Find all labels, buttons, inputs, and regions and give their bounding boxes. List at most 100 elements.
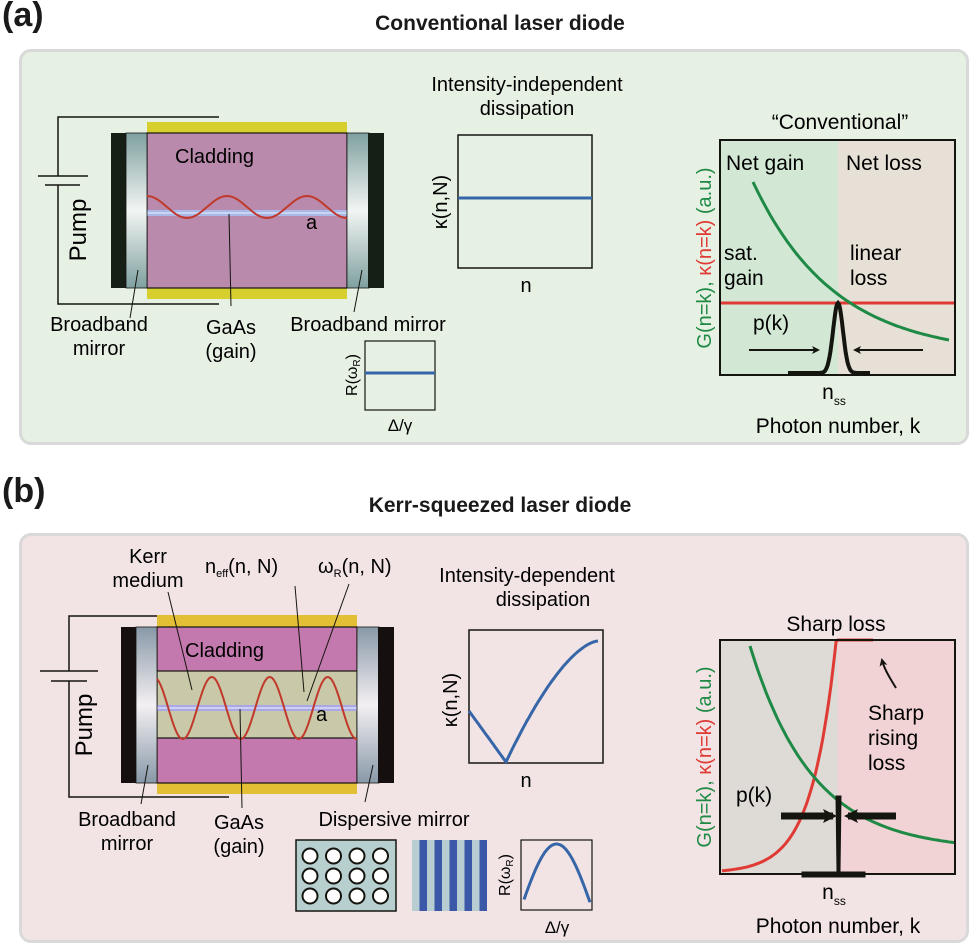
chart-a-xlabel: Photon number, k	[756, 415, 921, 438]
dissipation-xlabel-b: n	[520, 770, 531, 792]
chart-b-title: Sharp loss	[786, 613, 885, 636]
dissipation-axes-a	[457, 134, 593, 269]
omega-label: ωR(n, N)	[318, 556, 392, 580]
dissipation-title-a-2: dissipation	[480, 98, 575, 120]
dist-label-a: p(k)	[753, 312, 789, 335]
bragg-layer	[442, 840, 450, 911]
cladding-label-b: Cladding	[185, 640, 264, 662]
photonic-crystal-hole	[372, 887, 389, 905]
bragg-layer	[427, 840, 435, 911]
photonic-crystal-hole	[372, 867, 389, 885]
device-b: Pump a Cladding Kerr medium neff(n, N) ω…	[40, 546, 470, 858]
chart-b: Sharp loss Sharp rising loss p(k) nss Ph…	[694, 613, 956, 938]
left-mirror-label-a-1: Broadband	[50, 314, 148, 336]
bragg-layer	[419, 840, 427, 911]
photonic-crystal-hole	[325, 847, 342, 865]
bottom-contact-a	[147, 287, 347, 299]
mode-label-a: a	[306, 212, 318, 234]
reflectivity-plot-b: R(ωR) Δ/γ	[497, 839, 593, 937]
photonic-crystal-hole	[325, 887, 342, 905]
photonic-crystal-hole	[301, 867, 319, 885]
gain-label-b-1: GaAs	[214, 812, 264, 834]
dissipation-axes-b	[468, 629, 604, 764]
reflectivity-axes-b	[520, 839, 593, 911]
chart-b-xlabel: Photon number, k	[756, 915, 921, 938]
left-mirror-back-a	[111, 133, 127, 288]
right-mirror-label-b: Dispersive mirror	[318, 809, 469, 831]
right-mirror-label-a: Broadband mirror	[290, 314, 446, 336]
chart-a: “Conventional” Net gain Net loss sat. ga…	[694, 111, 956, 438]
gain-curve-a	[751, 181, 950, 342]
dissipation-plot-a: Intensity-independent dissipation κ(n,N)…	[430, 74, 623, 297]
bragg-layer	[457, 840, 465, 911]
loss-region-b	[838, 640, 955, 874]
kerr-label-1: Kerr	[129, 546, 167, 568]
reflectivity-xlabel-a: Δ/γ	[388, 416, 413, 435]
gain-label-b-2: (gain)	[213, 836, 264, 858]
dissipation-xlabel-a: n	[520, 275, 531, 297]
right-mirror-back-b	[378, 627, 394, 783]
panel-a-title: Conventional laser diode	[375, 12, 625, 35]
chart-a-axes	[719, 139, 956, 376]
chart-b-axes	[719, 639, 956, 875]
optical-mode-b	[156, 675, 358, 741]
pump-label-a: Pump	[65, 199, 92, 262]
top-contact-b	[157, 615, 357, 627]
photonic-crystal-hole	[325, 867, 342, 885]
photonic-crystal-hole	[348, 867, 366, 885]
photonic-crystal-hole	[348, 887, 366, 905]
reflectivity-axes-a	[364, 340, 436, 411]
bragg-stack-icon	[412, 840, 487, 911]
pump-circuit-b	[40, 615, 229, 798]
left-mirror-b	[135, 626, 158, 784]
sharp-rising-loss-1: Sharp	[868, 702, 924, 725]
chart-b-ylabel: G(n=k), κ(n=k) (a.u.)	[694, 666, 716, 847]
top-contact-a	[147, 122, 347, 134]
photonic-crystal-hole	[348, 847, 366, 865]
sharp-loss-arrow	[879, 658, 897, 689]
bottom-contact-b	[157, 782, 357, 794]
reflectivity-curve-b	[522, 842, 592, 903]
net-gain-region	[720, 140, 838, 375]
left-mirror-a	[125, 132, 148, 289]
reflectivity-ylabel-a: R(ωR)	[344, 354, 363, 396]
dissipation-ylabel-b: κ(n,N)	[440, 673, 462, 727]
bragg-layer	[464, 840, 472, 911]
sharp-rising-loss-2: rising	[868, 727, 918, 750]
chart-a-title: “Conventional”	[772, 111, 909, 134]
sharp-rising-loss-3: loss	[868, 752, 905, 775]
bragg-layer	[472, 840, 480, 911]
dissipation-ylabel-a: κ(n,N)	[430, 175, 452, 229]
dissipation-curve-b	[467, 639, 599, 765]
right-mirror-b	[356, 626, 380, 784]
bragg-layer	[434, 840, 442, 911]
reflectivity-xlabel-b: Δ/γ	[545, 918, 570, 937]
net-gain-label: Net gain	[726, 152, 804, 175]
dissipation-title-b-2: dissipation	[496, 589, 591, 611]
bragg-layer	[412, 840, 420, 911]
kerr-label-2: medium	[112, 570, 183, 592]
xtick-nss-b: nss	[822, 881, 846, 908]
photon-distribution-a	[788, 299, 870, 375]
dissipation-plot-b: Intensity-dependent dissipation κ(n,N) n	[439, 565, 615, 792]
panel-b-label: (b)	[2, 472, 46, 510]
left-mirror-label-b-1: Broadband	[78, 809, 176, 831]
photonic-crystal-icon	[295, 839, 397, 912]
pump-circuit-a	[38, 116, 219, 305]
xtick-nss-a: nss	[822, 381, 846, 408]
bragg-layer	[449, 840, 457, 911]
dissipation-title-a-1: Intensity-independent	[431, 74, 623, 96]
dist-label-b: p(k)	[736, 784, 772, 807]
linear-loss-label-2: loss	[850, 267, 887, 290]
reflectivity-ylabel-b: R(ωR)	[497, 854, 516, 896]
right-mirror-back-a	[368, 133, 384, 288]
neff-label: neff(n, N)	[205, 556, 278, 580]
device-a: Pump a Cladding Broadband mirror GaAs (g…	[38, 116, 446, 363]
photonic-crystal-hole	[301, 887, 319, 905]
sat-gain-label-1: sat.	[724, 242, 758, 265]
reflectivity-plot-a: R(ωR) Δ/γ	[344, 340, 436, 435]
dissipation-title-b-1: Intensity-dependent	[439, 565, 615, 587]
panel-a-label: (a)	[2, 0, 44, 34]
optical-mode-a	[146, 194, 348, 220]
